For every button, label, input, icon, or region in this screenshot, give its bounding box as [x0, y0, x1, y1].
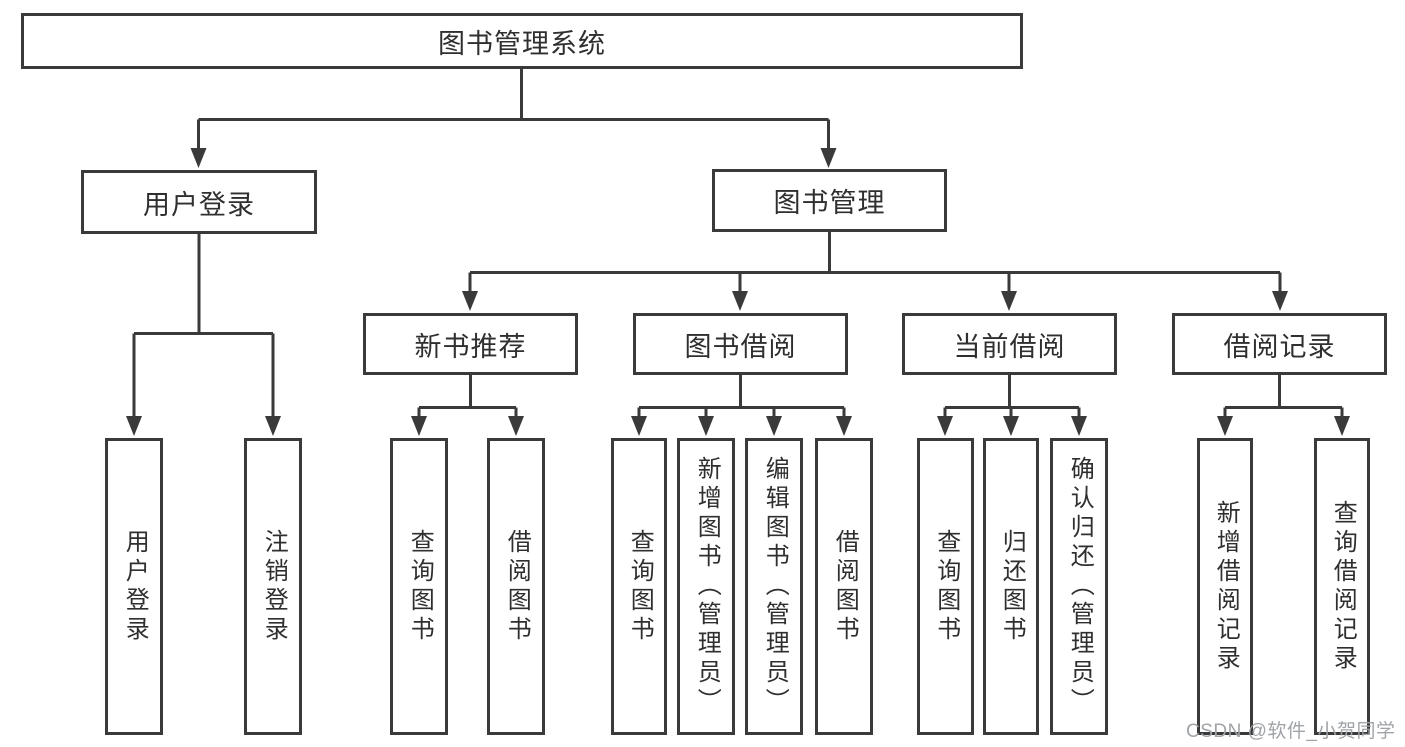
leaf-records-add-record: 新增借阅记录 [1197, 438, 1253, 735]
connector-user-login-split [132, 233, 275, 420]
leaf-user-login: 用户登录 [105, 438, 163, 735]
node-root-library-system: 图书管理系统 [21, 13, 1023, 69]
node-borrowing-records: 借阅记录 [1172, 313, 1387, 375]
leaf-logout: 注销登录 [244, 438, 302, 735]
leaf-borrowing-add-books-admin: 新增图书（管理员） [677, 438, 735, 735]
leaf-current-confirm-return-admin: 确认归还（管理员） [1050, 438, 1108, 735]
node-book-management: 图书管理 [712, 169, 947, 232]
node-book-borrowing: 图书借阅 [633, 313, 848, 375]
connector-recommend-split [417, 374, 518, 422]
connector-root-split [197, 69, 830, 152]
node-user-login: 用户登录 [81, 170, 317, 234]
connector-book-management-split [468, 231, 1282, 296]
leaf-records-query-record: 查询借阅记录 [1314, 438, 1370, 735]
connector-borrowing-split [637, 374, 846, 422]
connector-current-split [943, 374, 1081, 422]
connector-records-split [1223, 374, 1344, 422]
node-new-book-recommend: 新书推荐 [363, 313, 578, 375]
leaf-borrowing-edit-books-admin: 编辑图书（管理员） [745, 438, 803, 735]
node-current-borrowing: 当前借阅 [902, 313, 1117, 375]
leaf-current-query-books: 查询图书 [917, 438, 974, 735]
csdn-watermark: CSDN @软件_小贺同学 [1186, 721, 1396, 742]
leaf-current-return-books: 归还图书 [983, 438, 1039, 735]
leaf-borrowing-query-books: 查询图书 [611, 438, 667, 735]
leaf-recommend-borrow-books: 借阅图书 [487, 438, 545, 735]
leaf-recommend-query-books: 查询图书 [390, 438, 448, 735]
leaf-borrowing-borrow-books: 借阅图书 [815, 438, 873, 735]
